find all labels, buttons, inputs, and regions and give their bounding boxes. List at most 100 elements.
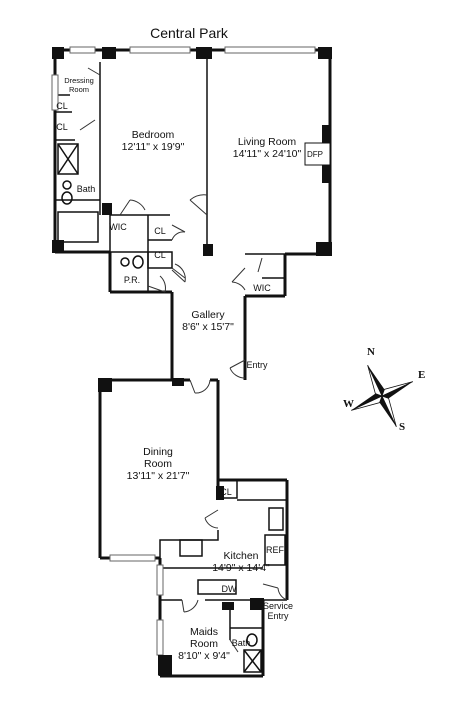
window-bedroom <box>129 46 191 54</box>
bath-label: Bath <box>76 184 96 194</box>
compass-east: E <box>418 369 426 381</box>
maids-shower <box>243 649 262 673</box>
stove <box>179 539 203 557</box>
bedroom-name: Bedroom <box>131 129 175 141</box>
door-cl2 <box>171 267 186 279</box>
pr-toilet <box>132 255 144 269</box>
powder-room-label: P.R. <box>123 275 141 285</box>
plan-title: Central Park <box>150 25 228 41</box>
dressing-room-label: Dressing Room <box>62 76 96 94</box>
toilet <box>61 191 73 205</box>
kitchen-name: Kitchen <box>223 550 259 562</box>
closet-label-1: CL <box>56 101 68 111</box>
dining-room-name: Dining Room <box>143 446 173 471</box>
refrigerator <box>264 534 286 566</box>
kitchen-cl <box>218 480 238 499</box>
dining-room-label: Dining Room 13'11" x 21'7" <box>127 446 190 482</box>
door-maids-bath <box>229 639 239 653</box>
column <box>316 242 332 256</box>
maids-room-name: Maids Room <box>189 626 218 651</box>
maids-room-label: Maids Room 8'10" x 9'4" <box>178 626 230 662</box>
dressing-room-name: Dressing Room <box>64 76 94 94</box>
door-gallery <box>171 263 186 283</box>
maids-bath-label: Bath <box>231 638 251 648</box>
door-bedroom <box>189 194 208 216</box>
door-cl <box>171 224 186 241</box>
door-pr <box>147 275 166 293</box>
door-entry <box>229 359 246 379</box>
column <box>216 486 224 500</box>
window-kitchen-w <box>156 564 164 596</box>
maids-toilet <box>246 633 258 647</box>
door-service <box>262 583 288 601</box>
gallery-label: Gallery 8'6" x 15'7" <box>182 309 234 333</box>
kitchen-label: Kitchen 14'9" x 14'4" <box>212 550 270 574</box>
dishwasher-label: DW <box>221 584 237 594</box>
shower-cross <box>57 143 79 175</box>
cl-box <box>148 214 172 241</box>
column <box>52 240 64 253</box>
fireplace-bottom <box>322 165 330 183</box>
wic-label-gallery: WIC <box>253 283 271 293</box>
entry-label: Entry <box>246 360 268 370</box>
maids-bath-box <box>230 627 264 676</box>
fireplace-box <box>304 142 331 166</box>
compass-rose <box>351 365 413 427</box>
window-dressing <box>69 46 96 54</box>
refrigerator-label: REF <box>266 545 284 555</box>
maids-shower-cross <box>243 649 262 673</box>
column <box>158 655 172 675</box>
window-bath <box>51 74 59 111</box>
bathtub <box>57 211 99 243</box>
bedroom-dims: 12'11" x 19'9" <box>121 141 185 154</box>
column <box>318 47 332 59</box>
living-room-dims: 14'11" x 24'10" <box>232 148 302 161</box>
living-room-label: Living Room 14'11" x 24'10" <box>233 136 302 160</box>
pr-sink <box>120 257 130 267</box>
door-maids <box>181 599 199 613</box>
shower <box>57 143 79 175</box>
door-wic <box>119 199 146 216</box>
kitchen-sink <box>268 507 284 531</box>
closet-label-kitchen: CL <box>220 487 232 497</box>
column <box>102 203 112 215</box>
fireplace-top <box>322 125 330 143</box>
maids-room-dims: 8'10" x 9'4" <box>178 650 230 663</box>
bath-sink <box>62 180 72 190</box>
living-room-name: Living Room <box>237 136 297 148</box>
gallery-dims: 8'6" x 15'7" <box>182 321 234 334</box>
closet-label-2: CL <box>56 122 68 132</box>
service-entry-label: Service Entry <box>262 601 293 622</box>
column <box>102 47 116 59</box>
column <box>222 602 234 610</box>
door-bath <box>79 119 96 131</box>
kitchen-dims: 14'9" x 14'4" <box>212 562 270 575</box>
dw-box <box>197 579 237 595</box>
gallery-name: Gallery <box>191 309 225 321</box>
window-dining <box>109 554 156 562</box>
closet-label-3: CL <box>154 226 166 236</box>
cl-a <box>55 111 75 141</box>
wic-label-bedroom: WIC <box>109 222 127 232</box>
compass-west: W <box>343 398 354 410</box>
wic-box <box>109 215 149 253</box>
closet-label-4: CL <box>154 250 166 260</box>
door-dining <box>189 379 211 394</box>
fireplace-label: DFP <box>307 150 323 159</box>
dining-room-dims: 13'11" x 21'7" <box>126 470 190 483</box>
door-kitchen <box>204 509 219 529</box>
column <box>172 378 184 386</box>
compass-north: N <box>367 346 375 358</box>
column <box>250 598 264 610</box>
door-wic-right <box>231 267 246 291</box>
column <box>98 378 112 392</box>
column <box>196 47 212 59</box>
column <box>203 244 213 256</box>
window-living <box>224 46 316 54</box>
window-maids <box>156 619 164 656</box>
door-wic-inner <box>257 257 263 273</box>
door-dressing <box>87 67 101 76</box>
compass-south: S <box>399 421 406 433</box>
wic-right-box <box>245 253 286 279</box>
bedroom-label: Bedroom 12'11" x 19'9" <box>122 129 185 153</box>
